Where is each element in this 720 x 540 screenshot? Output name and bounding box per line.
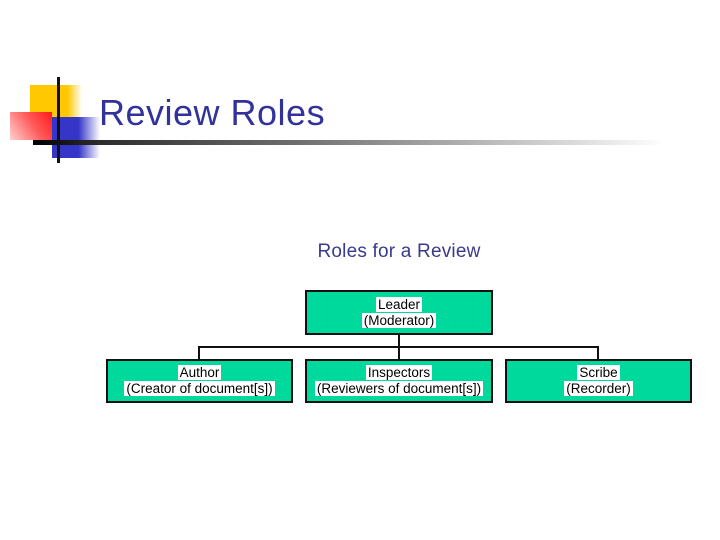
decor-red-square [10, 112, 52, 140]
node-scribe-subtitle: (Recorder) [564, 381, 633, 396]
node-inspectors-role: Inspectors [365, 365, 433, 380]
connector-author-drop [198, 348, 200, 359]
slide-title: Review Roles [99, 92, 326, 133]
decor-vertical-line [57, 77, 60, 163]
connector-scribe-drop [597, 348, 599, 359]
node-leader-role: Leader [375, 296, 423, 312]
title-decoration [0, 0, 200, 200]
node-author-subtitle: (Creator of document[s]) [124, 381, 275, 396]
node-inspectors-subtitle: (Reviewers of document[s]) [314, 381, 484, 396]
node-leader: Leader (Moderator) [305, 290, 493, 335]
decor-yellow-square [30, 85, 82, 117]
diagram-title: Roles for a Review [317, 241, 481, 262]
node-inspectors: Inspectors (Reviewers of document[s]) [305, 359, 493, 403]
node-scribe: Scribe (Recorder) [505, 359, 692, 403]
title-underline-rule [33, 140, 665, 145]
node-author-role: Author [177, 365, 222, 380]
node-author: Author (Creator of document[s]) [106, 359, 293, 403]
node-scribe-role: Scribe [577, 365, 620, 380]
node-leader-subtitle: (Moderator) [361, 312, 437, 328]
decor-blue-square [52, 117, 100, 158]
connector-horizontal [198, 346, 599, 348]
